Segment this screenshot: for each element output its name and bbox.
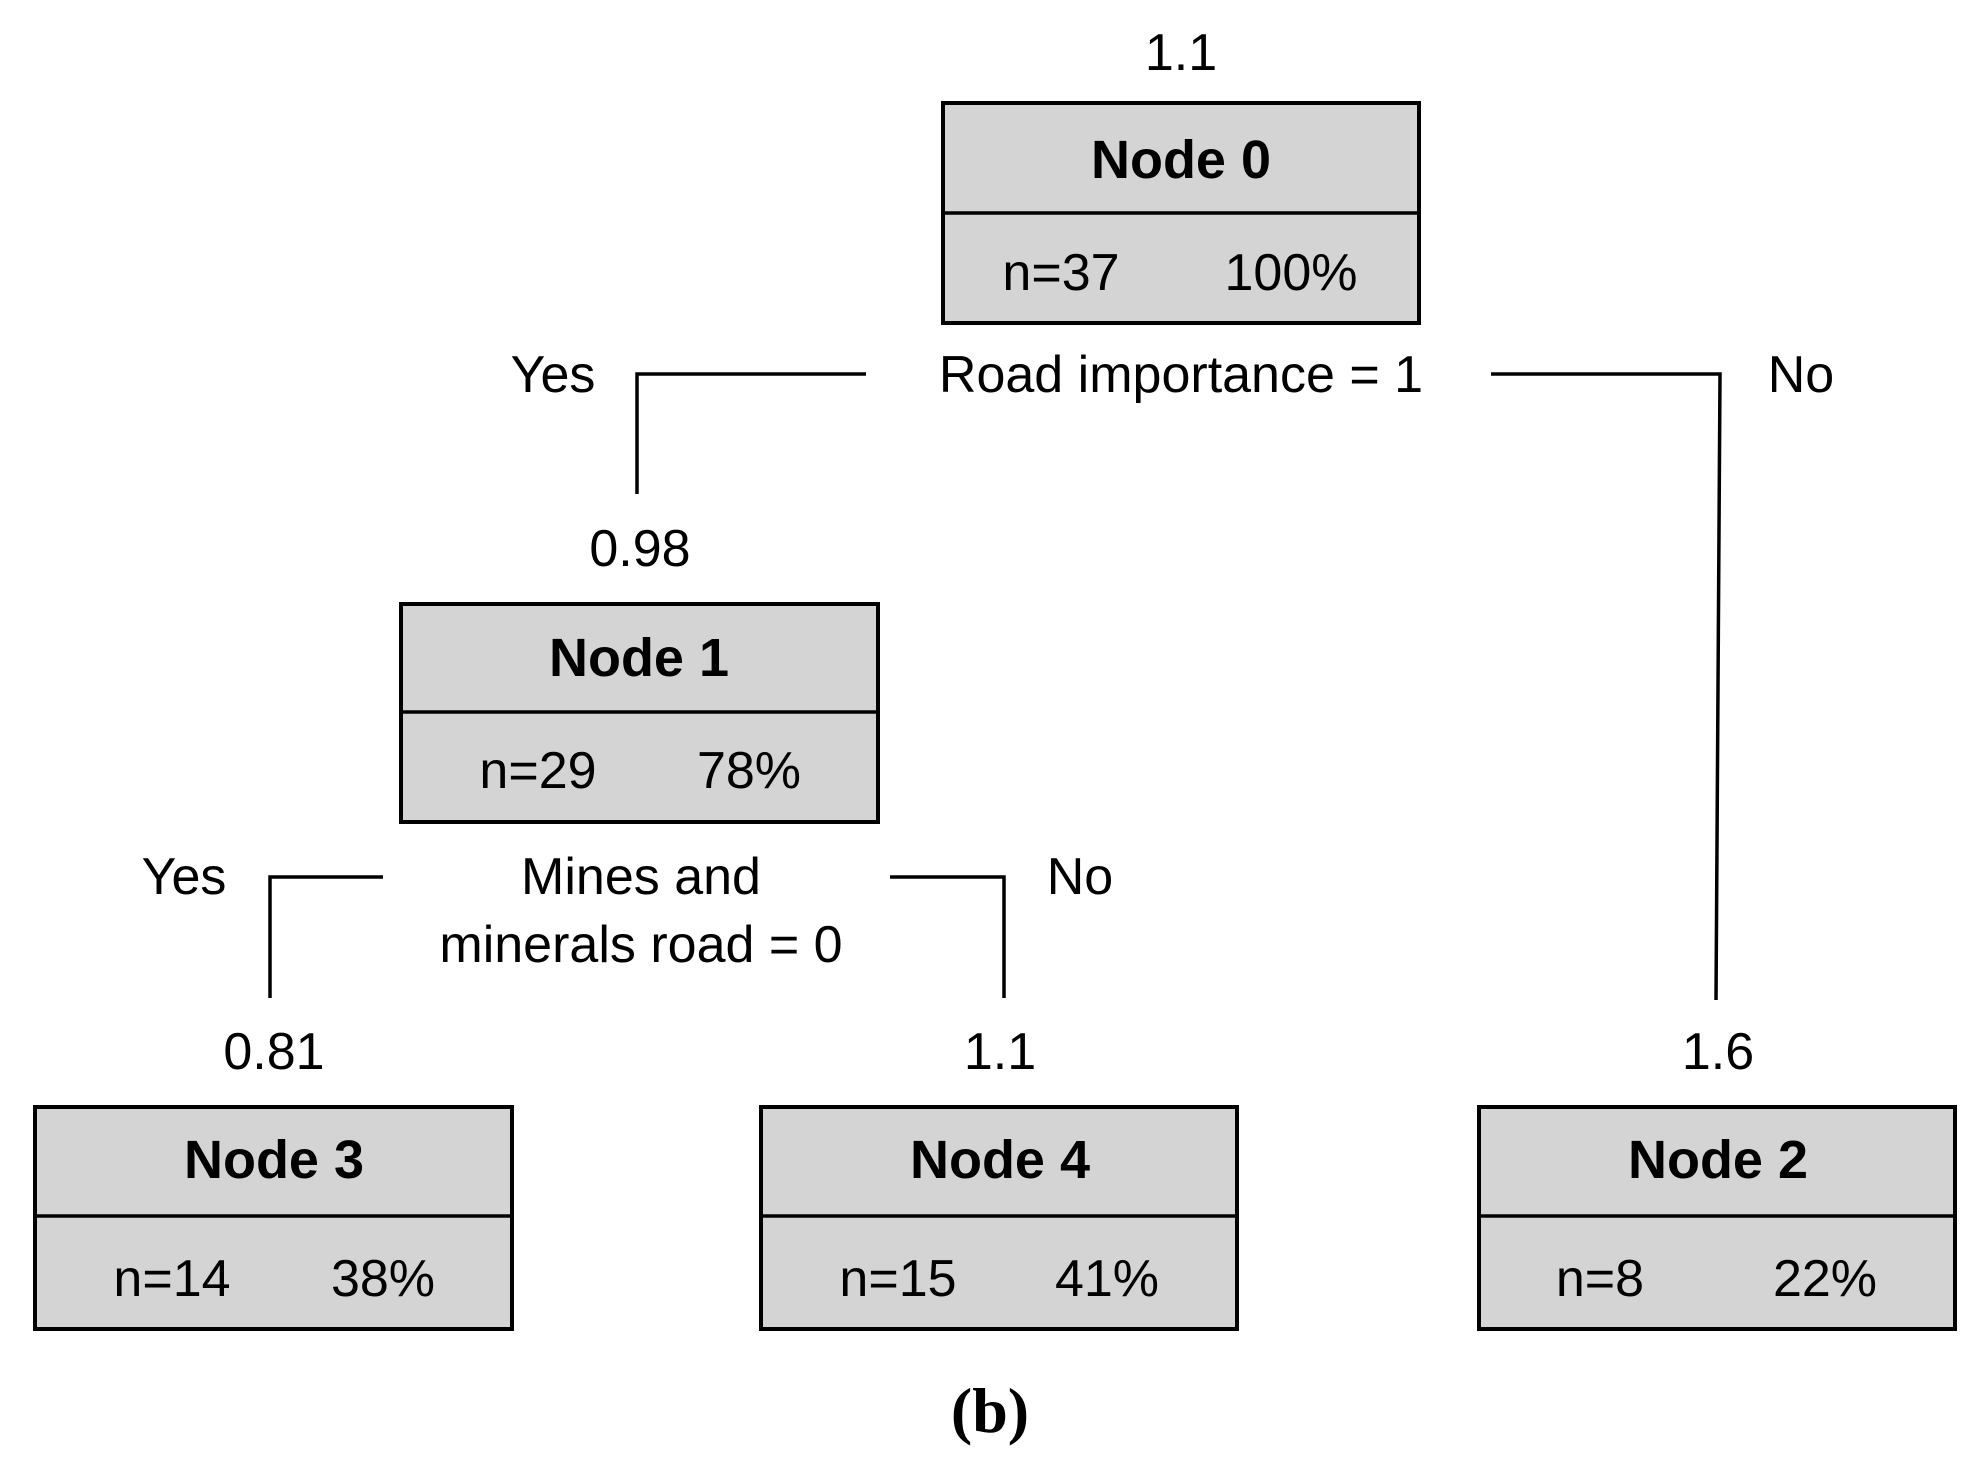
node-3-value: 0.81 bbox=[223, 1023, 324, 1081]
root-no-label: No bbox=[1768, 346, 1834, 404]
node-4-count: n=15 bbox=[839, 1250, 956, 1308]
node-2-title: Node 2 bbox=[1628, 1130, 1808, 1190]
root-yes-label: Yes bbox=[511, 346, 596, 404]
edge-node0-to-node2 bbox=[1491, 372, 1722, 1001]
node-4-value: 1.1 bbox=[964, 1023, 1036, 1081]
node-1-split-condition-line-1: Mines and bbox=[521, 848, 761, 906]
node-3-percent: 38% bbox=[331, 1250, 435, 1308]
node-2: 1.6 Node 2 n=8 22% bbox=[1477, 1023, 1957, 1331]
tree-edges bbox=[268, 372, 1722, 1001]
node-1-yes-label: Yes bbox=[142, 848, 227, 906]
node-0-title: Node 0 bbox=[1091, 130, 1271, 190]
node-1-no-label: No bbox=[1047, 848, 1113, 906]
node-2-value: 1.6 bbox=[1682, 1023, 1754, 1081]
node-4-box bbox=[759, 1105, 1239, 1331]
node-4-title: Node 4 bbox=[910, 1130, 1090, 1190]
root-split-condition: Road importance = 1 bbox=[939, 346, 1423, 404]
node-1-percent: 78% bbox=[697, 742, 801, 800]
node-0: 1.1 Node 0 n=37 100% bbox=[941, 24, 1421, 325]
node-2-box bbox=[1477, 1105, 1957, 1331]
node-1-title: Node 1 bbox=[549, 628, 729, 688]
edge-node0-to-node1 bbox=[635, 372, 866, 494]
node-2-percent: 22% bbox=[1773, 1250, 1877, 1308]
node-3-title: Node 3 bbox=[184, 1130, 364, 1190]
edge-node1-to-node3 bbox=[268, 875, 383, 998]
figure-caption: (b) bbox=[951, 1375, 1029, 1446]
node-3-count: n=14 bbox=[113, 1250, 230, 1308]
node-0-percent: 100% bbox=[1225, 244, 1358, 302]
node-3-box bbox=[33, 1105, 514, 1331]
node-3: 0.81 Node 3 n=14 38% bbox=[33, 1023, 514, 1331]
node-1-value: 0.98 bbox=[589, 520, 690, 578]
node-2-count: n=8 bbox=[1556, 1250, 1644, 1308]
node-0-value: 1.1 bbox=[1145, 24, 1217, 82]
node-1-count: n=29 bbox=[479, 742, 596, 800]
edge-node1-to-node4 bbox=[890, 875, 1006, 998]
node-4-percent: 41% bbox=[1055, 1250, 1159, 1308]
node-1-split-condition-line-2: minerals road = 0 bbox=[439, 916, 842, 974]
node-1: 0.98 Node 1 n=29 78% bbox=[399, 520, 880, 824]
node-0-count: n=37 bbox=[1002, 244, 1119, 302]
node-4: 1.1 Node 4 n=15 41% bbox=[759, 1023, 1239, 1331]
